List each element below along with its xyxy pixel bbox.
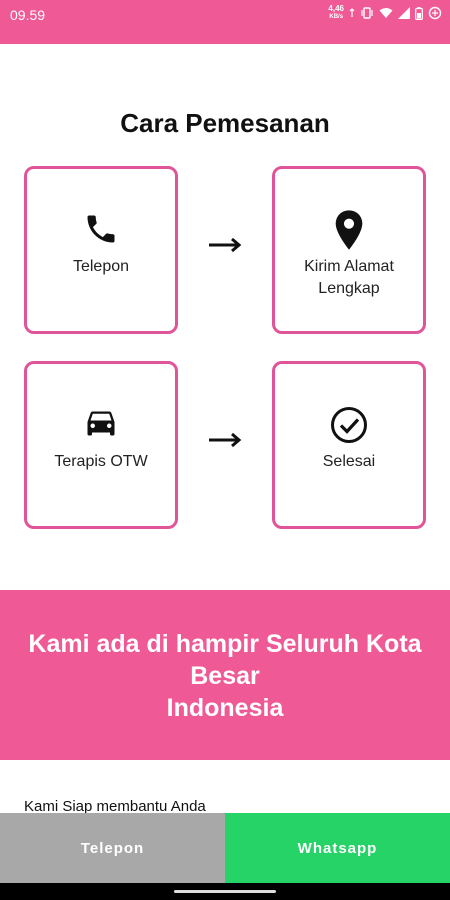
car-icon [27, 408, 175, 442]
bottom-action-bar: Telepon Whatsapp [0, 813, 450, 883]
step-label-selesai: Selesai [322, 453, 376, 470]
signal-icon [398, 7, 410, 19]
whatsapp-button[interactable]: Whatsapp [225, 813, 450, 883]
step-label-kirim-alamat: Kirim Alamat Lengkap [279, 256, 419, 300]
phone-icon [27, 211, 175, 247]
coverage-banner: Kami ada di hampir Seluruh Kota Besar In… [0, 590, 450, 760]
network-speed: 4,46 KB/s [328, 5, 344, 21]
step-card-selesai: Selesai [272, 361, 426, 529]
step-card-kirim-alamat: Kirim Alamat Lengkap [272, 166, 426, 334]
status-icons: 4,46 KB/s [328, 5, 442, 21]
network-speed-unit: KB/s [329, 14, 344, 20]
banner-line2: Besar [190, 662, 260, 690]
step-label-line2: Lengkap [318, 280, 380, 297]
battery-icon [415, 6, 423, 20]
banner-line3: Indonesia [166, 694, 284, 722]
ready-to-help-text: Kami Siap membantu Anda [24, 798, 206, 815]
check-circle-icon [275, 406, 423, 444]
telepon-button[interactable]: Telepon [0, 813, 225, 883]
arrow-right-icon [209, 237, 242, 253]
step-card-telepon: Telepon [24, 166, 178, 334]
status-bar: 09.59 4,46 KB/s [0, 0, 450, 44]
banner-line1: Kami ada di hampir Seluruh Kota [28, 630, 422, 658]
wifi-icon [379, 8, 393, 18]
data-saver-icon [428, 6, 442, 20]
page-title: Cara Pemesanan [120, 108, 330, 138]
vibrate-icon [361, 7, 373, 19]
upload-icon [349, 8, 355, 17]
network-speed-value: 4,46 [328, 4, 344, 13]
location-pin-icon [275, 209, 423, 251]
arrow-right-icon [209, 432, 242, 448]
home-gesture-handle[interactable] [174, 890, 276, 893]
step-label-terapis-otw: Terapis OTW [54, 453, 148, 470]
system-nav-bar [0, 883, 450, 900]
status-time: 09.59 [10, 7, 46, 23]
step-label-telepon: Telepon [72, 258, 130, 275]
step-label-line1: Kirim Alamat [304, 258, 394, 275]
step-card-terapis-otw: Terapis OTW [24, 361, 178, 529]
